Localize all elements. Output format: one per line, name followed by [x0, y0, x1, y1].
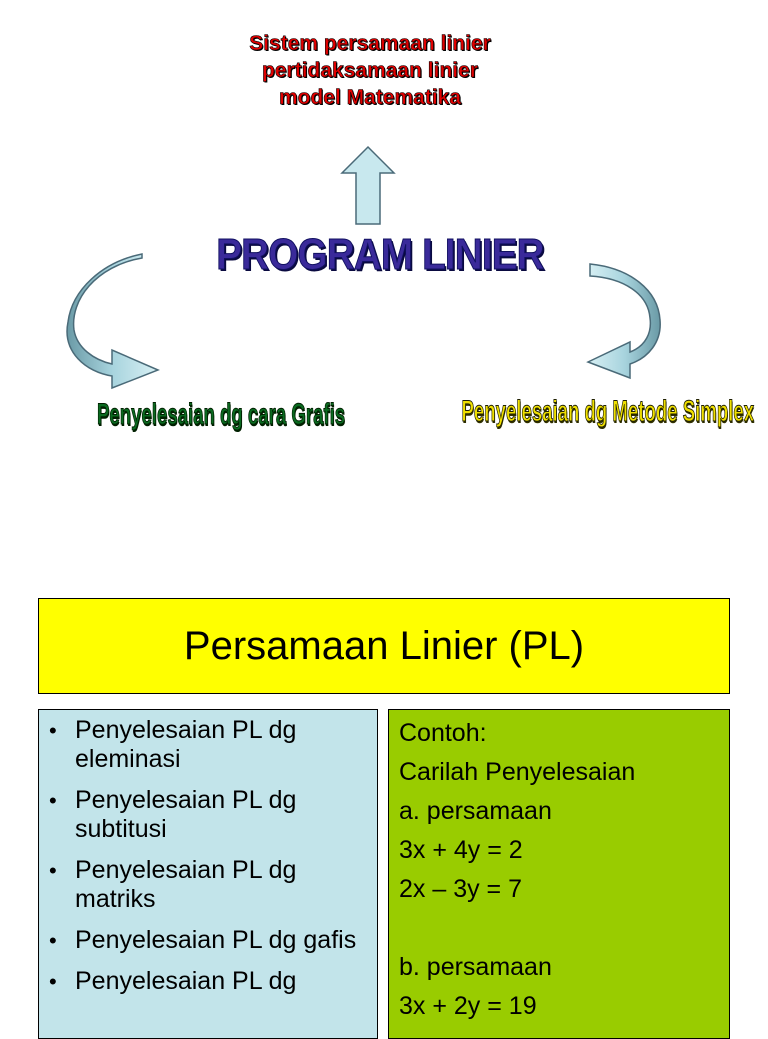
simplex-method-label: Penyelesaian dg Metode Simplex: [461, 395, 755, 429]
list-item-text: Penyelesaian PL dg subtitusi: [75, 786, 297, 843]
list-item: • Penyelesaian PL dg eleminasi: [47, 716, 367, 774]
up-arrow-icon: [340, 145, 396, 225]
list-item-text: Penyelesaian PL dg eleminasi: [75, 716, 297, 773]
list-item-text: Penyelesaian PL dg: [75, 967, 297, 995]
example-line: 3x + 2y = 19: [399, 992, 537, 1020]
list-item-text: Penyelesaian PL dg gafis: [75, 926, 357, 954]
list-item: • Penyelesaian PL dg gafis: [47, 926, 367, 955]
main-title: PROGRAM LINIER: [216, 230, 545, 280]
top-title-line-3: model Matematika: [278, 86, 462, 110]
method-list-panel: • Penyelesaian PL dg eleminasi • Penyelesa…: [38, 709, 378, 1039]
example-panel: Contoh: Carilah Penyelesaian a. persamaa…: [388, 709, 730, 1039]
example-line: a. persamaan: [399, 797, 552, 825]
pl-header: Persamaan Linier (PL): [38, 598, 730, 694]
bullet-icon: •: [49, 858, 57, 883]
bullet-icon: •: [49, 788, 57, 813]
top-title-line-2: pertidaksamaan linier: [262, 59, 479, 83]
example-line: b. persamaan: [399, 953, 552, 981]
bullet-icon: •: [49, 969, 57, 994]
list-item: • Penyelesaian PL dg: [47, 967, 367, 996]
example-line: Contoh:: [399, 719, 487, 747]
graphical-method-label: Penyelesaian dg cara Grafis: [97, 398, 346, 432]
bullet-icon: •: [49, 928, 57, 953]
example-line: Carilah Penyelesaian: [399, 758, 636, 786]
bullet-icon: •: [49, 718, 57, 743]
example-line: [399, 909, 719, 948]
example-line: 2x – 3y = 7: [399, 875, 522, 903]
example-line: 3x + 4y = 2: [399, 836, 523, 864]
slide-program-linier: Sistem persamaan linier pertidaksamaan l…: [66, 30, 755, 432]
top-title: Sistem persamaan linier pertidaksamaan l…: [200, 30, 540, 111]
list-item: • Penyelesaian PL dg matriks: [47, 856, 367, 914]
curved-arrow-right-icon: [586, 263, 661, 380]
list-item: • Penyelesaian PL dg subtitusi: [47, 786, 367, 844]
method-list: • Penyelesaian PL dg eleminasi • Penyelesa…: [47, 716, 367, 996]
top-title-line-1: Sistem persamaan linier: [249, 32, 491, 56]
curved-arrow-left-icon: [66, 253, 160, 390]
list-item-text: Penyelesaian PL dg matriks: [75, 856, 297, 913]
